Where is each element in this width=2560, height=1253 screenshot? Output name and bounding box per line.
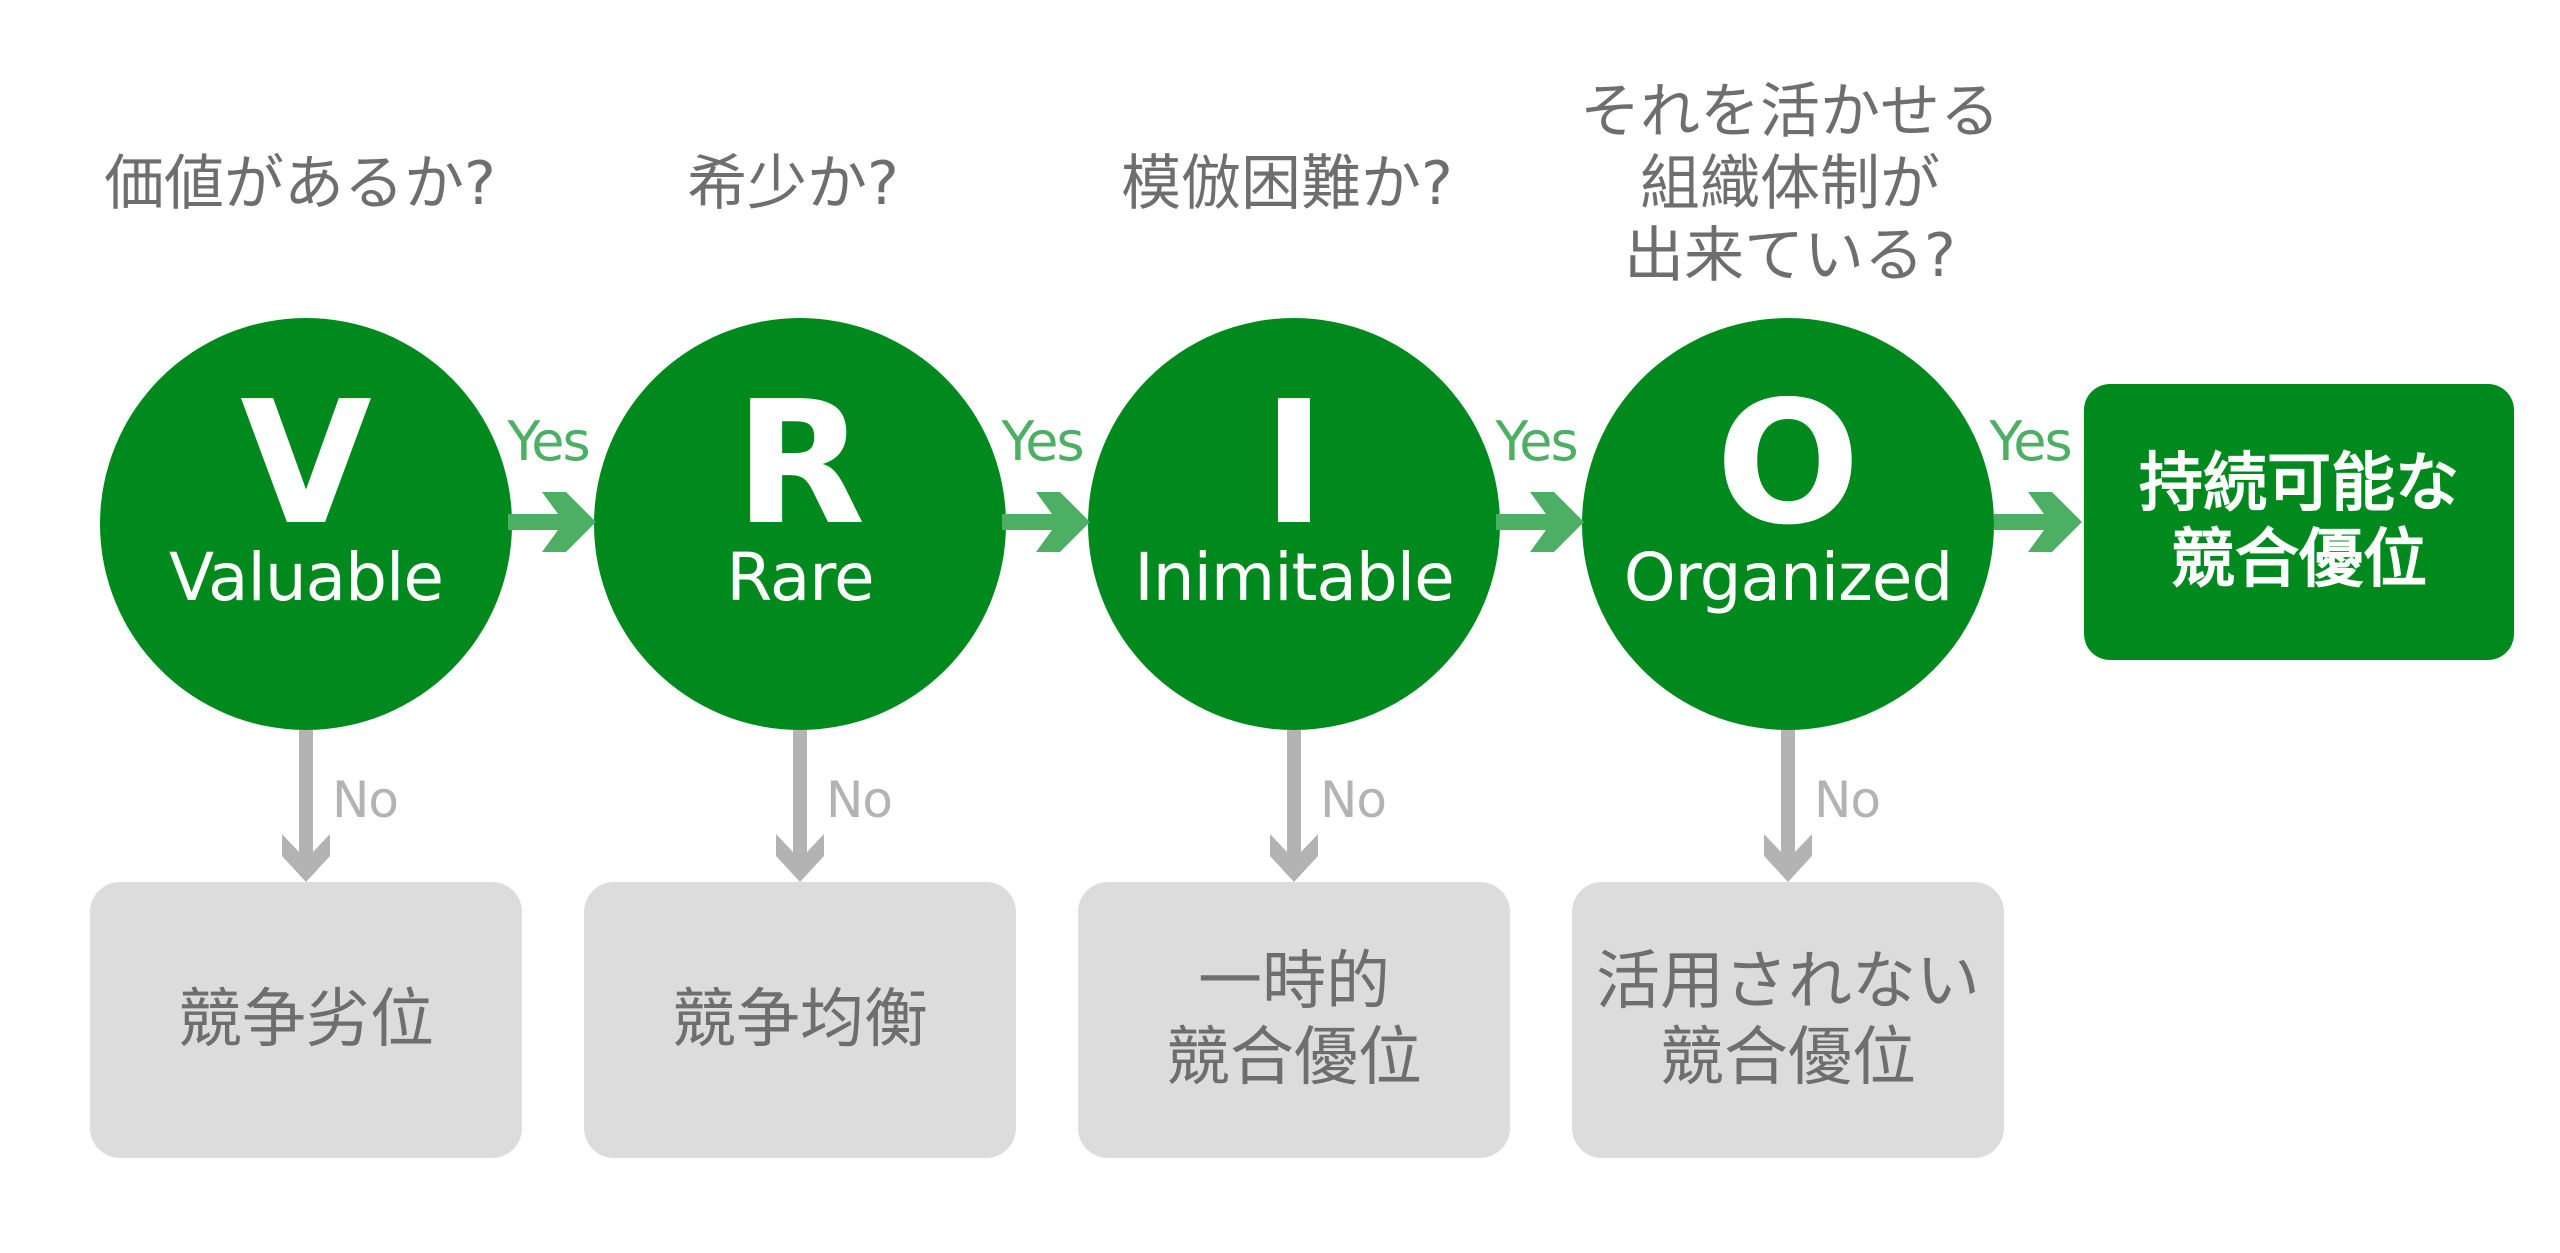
word-valuable: Valuable: [169, 539, 444, 616]
yes-label-o-to-result: Yes: [1989, 410, 2072, 473]
no-arrow-icon: [776, 730, 824, 882]
result-sustained-advantage: 持続可能な 競合優位: [2084, 384, 2514, 660]
outcome-label: 活用されない 競合優位: [1596, 945, 1980, 1095]
circle-rare: R Rare: [594, 318, 1006, 730]
circle-organized: O Organized: [1582, 318, 1994, 730]
outcome-competitive-disadvantage: 競争劣位: [90, 882, 522, 1158]
word-inimitable: Inimitable: [1134, 539, 1454, 616]
outcome-label: 一時的 競合優位: [1166, 945, 1422, 1095]
yes-label-i-to-o: Yes: [1495, 410, 1578, 473]
circle-inimitable: I Inimitable: [1088, 318, 1500, 730]
question-inimitable: 模倣困難か?: [1121, 149, 1453, 219]
yes-arrow-icon: [1002, 492, 1090, 552]
outcome-unexploited-advantage: 活用されない 競合優位: [1572, 882, 2004, 1158]
no-label-inimitable: No: [1320, 771, 1387, 829]
no-label-rare: No: [826, 771, 893, 829]
word-organized: Organized: [1623, 539, 1954, 616]
outcome-label: 競争劣位: [178, 983, 434, 1057]
yes-label-r-to-i: Yes: [1001, 410, 1084, 473]
yes-arrow-icon: [1994, 492, 2082, 552]
letter-v: V: [240, 365, 372, 563]
question-organized: それを活かせる 組織体制が 出来ている?: [1580, 77, 2000, 291]
circle-valuable: V Valuable: [100, 318, 512, 730]
result-label: 持続可能な 競合優位: [2139, 447, 2459, 597]
no-arrow-icon: [1764, 730, 1812, 882]
yes-label-v-to-r: Yes: [507, 410, 590, 473]
outcome-temporary-advantage: 一時的 競合優位: [1078, 882, 1510, 1158]
outcome-competitive-parity: 競争均衡: [584, 882, 1016, 1158]
letter-r: R: [734, 365, 866, 563]
no-label-organized: No: [1814, 771, 1881, 829]
outcome-label: 競争均衡: [672, 983, 928, 1057]
yes-arrow-icon: [1496, 492, 1584, 552]
question-valuable: 価値があるか?: [104, 149, 496, 219]
letter-o: O: [1715, 365, 1861, 563]
question-rare: 希少か?: [687, 149, 899, 219]
word-rare: Rare: [726, 539, 874, 616]
no-label-valuable: No: [332, 771, 399, 829]
no-arrow-icon: [282, 730, 330, 882]
yes-arrow-icon: [508, 492, 596, 552]
no-arrow-icon: [1270, 730, 1318, 882]
letter-i: I: [1262, 365, 1326, 563]
